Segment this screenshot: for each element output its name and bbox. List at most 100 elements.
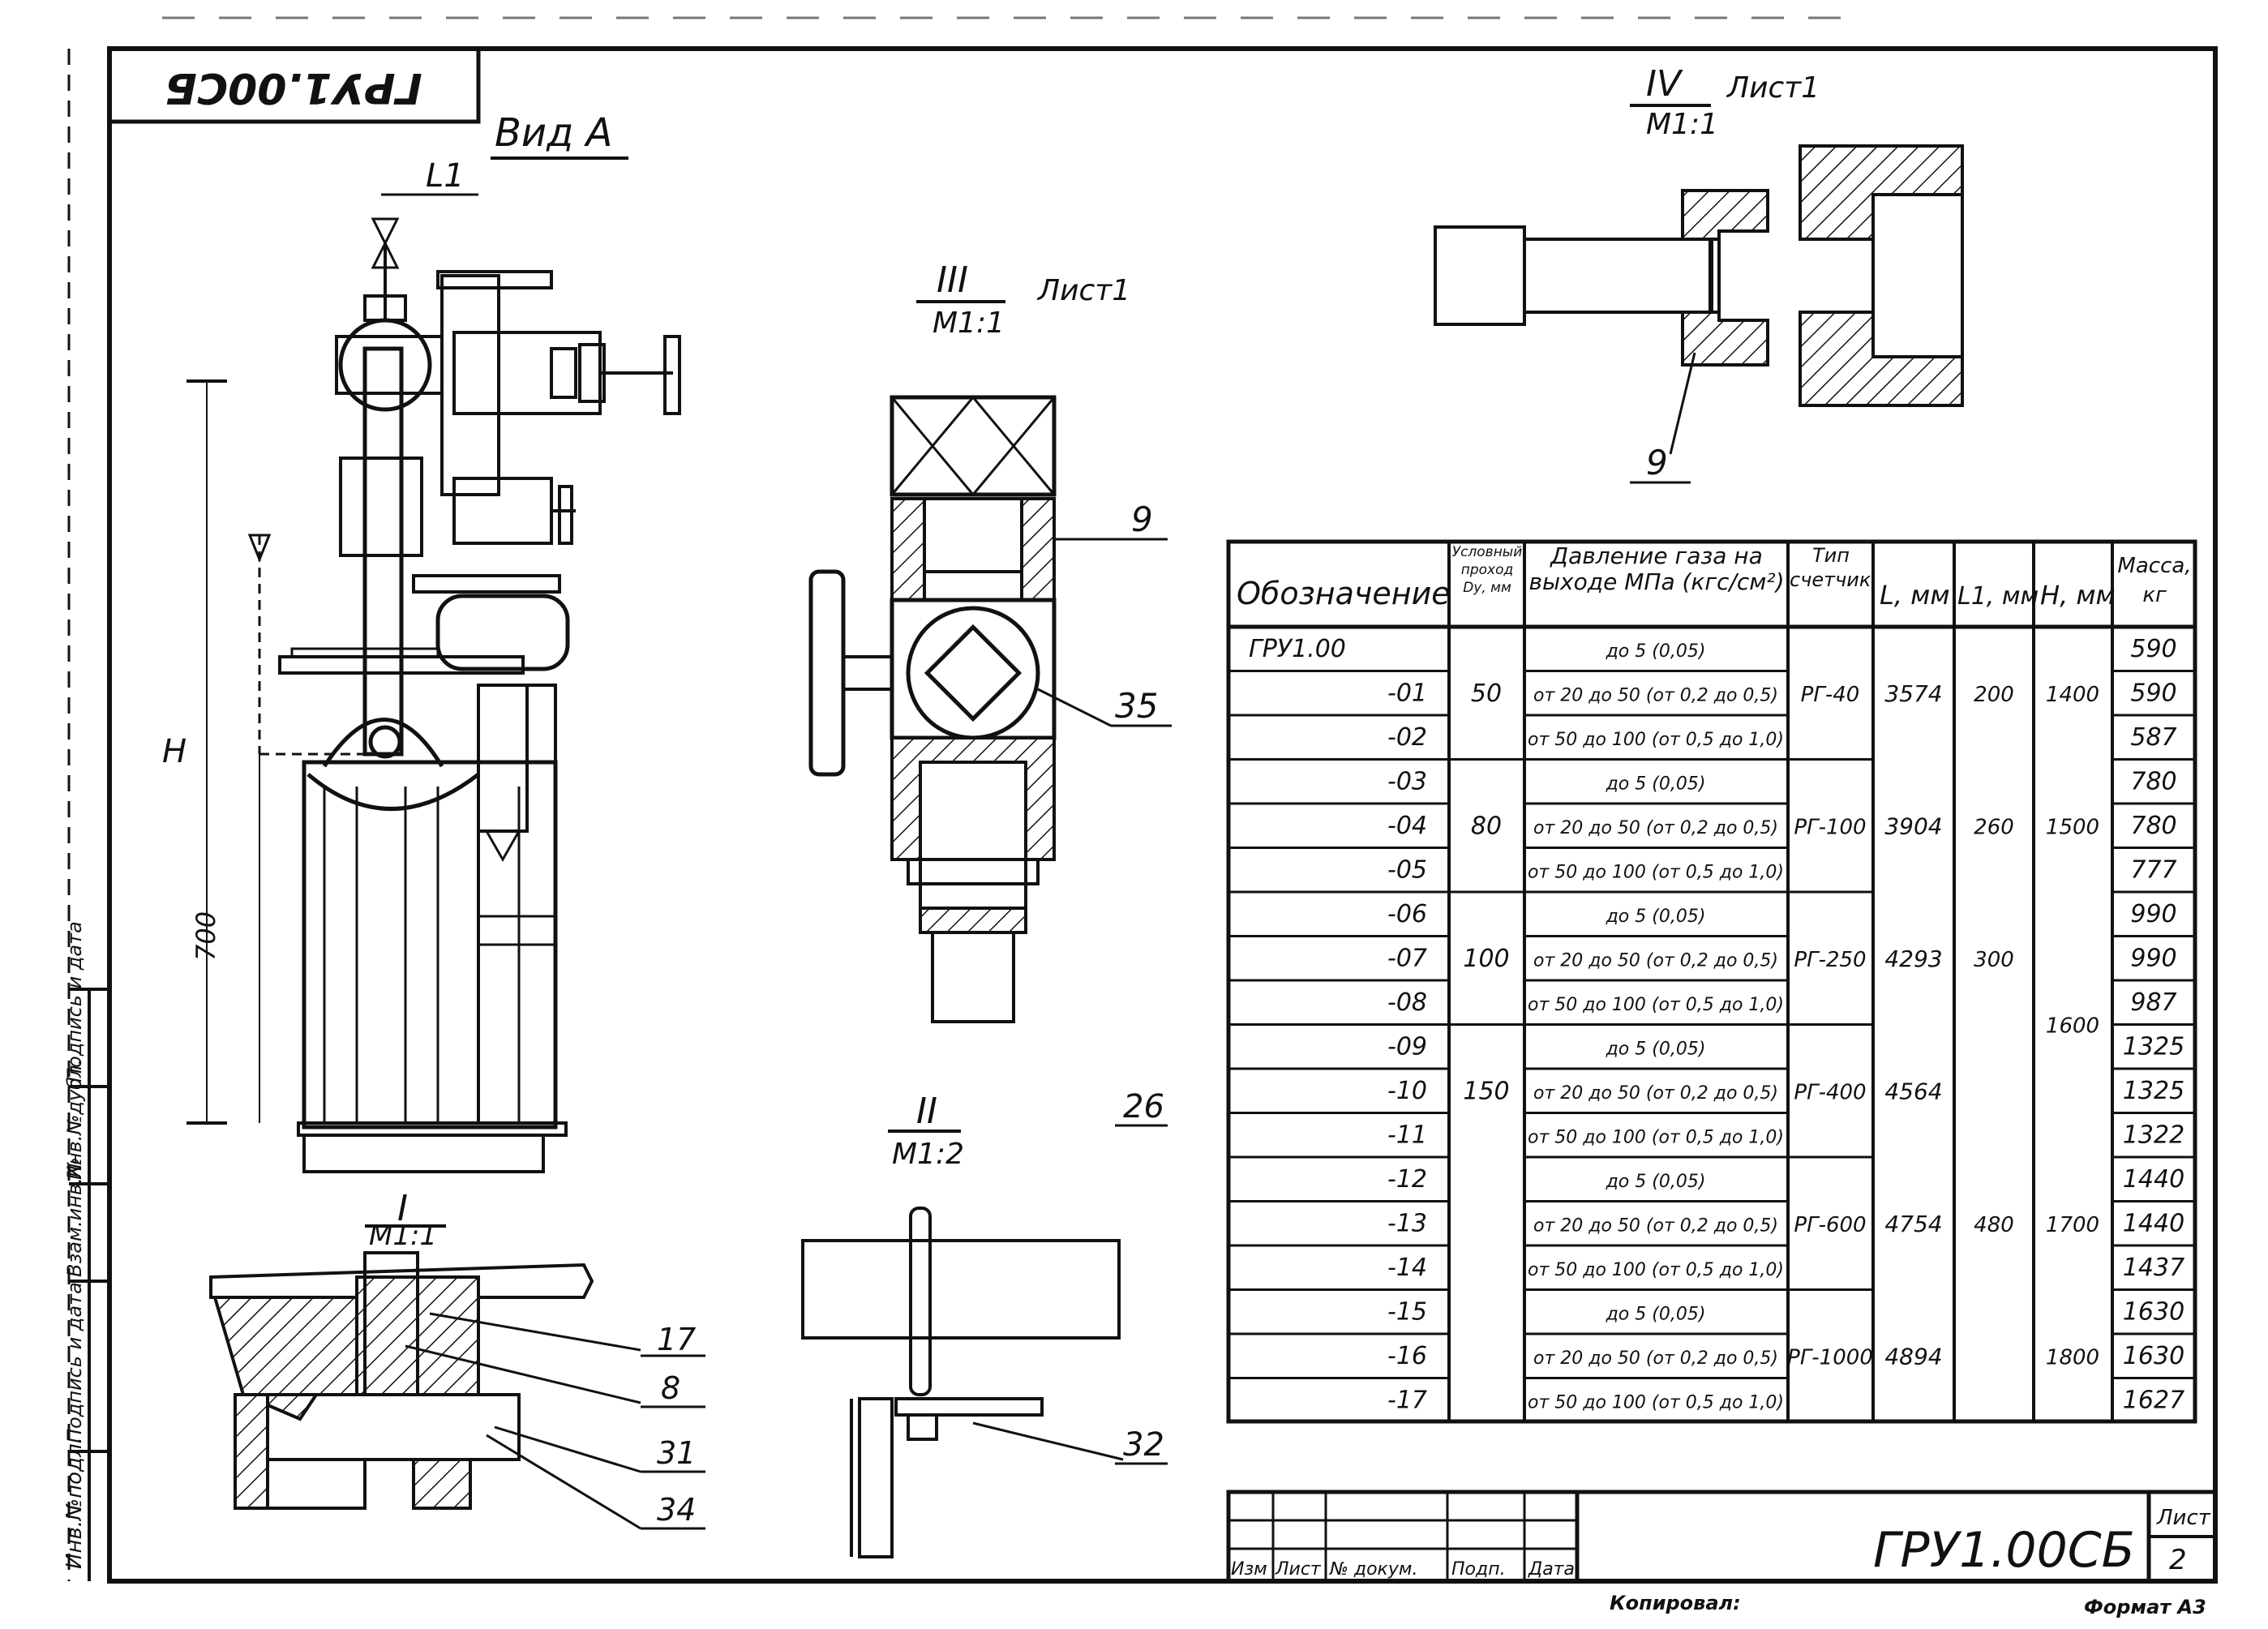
dim-700-label: 700 [191,911,221,961]
title-sheet-label: Лист [2156,1506,2211,1530]
table-cell-designation: -16 [1387,1342,1427,1370]
section-iii-numeral: III [937,259,968,301]
table-cell-l1: 260 [1974,815,2014,839]
section-i-callout-8: 8 [661,1370,680,1406]
table-cell-designation: -11 [1387,1121,1427,1150]
table-cell-dy: 100 [1463,945,1509,973]
table-cell-designation: -12 [1387,1165,1427,1194]
inverted-stamp: ГРУ1.00СБ [107,46,481,124]
title-col-doc: № докум. [1329,1559,1417,1580]
table-cell-pressure: от 50 до 100 (от 0,5 до 1,0) [1528,863,1784,883]
table-cell-l1: 200 [1974,683,2014,707]
title-col-list: Лист [1275,1559,1322,1580]
table-cell-meter: РГ-250 [1794,948,1866,972]
table-cell-designation: -15 [1387,1298,1427,1327]
table-header-meter: Тип счетчика [1790,544,1872,591]
table-cell-h: 1600 [2046,1014,2099,1039]
table-cell-designation: -04 [1387,812,1427,840]
table-cell-l: 4564 [1884,1078,1942,1104]
view-a-drawing: Вид А L1 H 700 [162,110,681,1173]
section-iii-callout-35: 35 [1115,686,1158,726]
table-cell-pressure: от 50 до 100 (от 0,5 до 1,0) [1528,730,1784,750]
title-col-izm: Изм [1231,1559,1267,1580]
table-cell-mass: 1325 [2123,1077,2184,1105]
table-cell-meter: РГ-40 [1801,683,1860,707]
title-col-sign: Подп. [1451,1559,1506,1580]
drawing-frame [107,46,2218,1584]
table-cell-designation: -17 [1387,1387,1427,1415]
table-cell-h: 1700 [2046,1213,2099,1237]
table-cell-mass: 1630 [2123,1342,2184,1370]
side-label-sign-date-1: Подпись и дата [63,1282,86,1443]
table-cell-designation: -06 [1387,900,1427,928]
table-cell-h: 1800 [2046,1345,2099,1370]
side-label-vzam-inv: Взам.инв.№ [63,1157,86,1277]
table-cell-pressure: от 20 до 50 (от 0,2 до 0,5) [1533,1348,1778,1369]
table-cell-mass: 780 [2130,768,2176,796]
table-cell-designation: -07 [1387,945,1427,973]
side-label-inv-dubl: Инв.№дубл. [63,1059,86,1180]
table-cell-l: 4293 [1884,945,1942,972]
table-cell-designation: ГРУ1.00 [1249,635,1346,663]
table-cell-designation: -02 [1387,723,1427,752]
table-cell-designation: -05 [1387,856,1427,885]
table-cell-mass: 1630 [2123,1298,2184,1327]
title-col-date: Дата [1528,1559,1575,1580]
section-i-callout-34: 34 [657,1492,696,1528]
table-header-l1: L1, мм [1957,582,2039,611]
table-cell-mass: 1627 [2123,1387,2184,1415]
table-cell-pressure: от 20 до 50 (от 0,2 до 0,5) [1533,686,1778,706]
section-ii-scale: М1:2 [892,1138,964,1171]
table-cell-pressure: от 50 до 100 (от 0,5 до 1,0) [1528,1260,1784,1280]
table-cell-pressure: от 20 до 50 (от 0,2 до 0,5) [1533,818,1778,838]
side-label-sign-date-2: Подпись и дата [63,921,86,1082]
table-cell-mass: 1322 [2123,1121,2184,1150]
table-cell-l1: 300 [1974,948,2014,972]
table-cell-dy: 150 [1463,1077,1509,1105]
table-cell-pressure: от 20 до 50 (от 0,2 до 0,5) [1533,1216,1778,1237]
table-cell-mass: 1440 [2123,1210,2184,1238]
dim-h-label: H [162,733,186,770]
table-cell-mass: 987 [2130,988,2176,1017]
table-cell-dy: 80 [1471,812,1502,840]
table-cell-pressure: до 5 (0,05) [1606,1040,1706,1060]
specification-table: Обозначение Условный проход Dу, мм Давле… [1226,539,2197,1424]
table-cell-designation: -08 [1387,988,1427,1017]
section-iii-scale: М1:1 [932,307,1005,340]
table-cell-designation: -03 [1387,768,1427,796]
table-cell-designation: -09 [1387,1033,1427,1061]
side-margin-table: Инв.№подл. Подпись и дата Взам.инв.№ Инв… [62,921,109,1581]
table-cell-pressure: от 20 до 50 (от 0,2 до 0,5) [1533,1083,1778,1104]
table-cell-mass: 777 [2130,856,2176,885]
section-i-callout-31: 31 [657,1435,696,1471]
table-header-designation: Обозначение [1237,576,1451,611]
side-label-inv-podl: Инв.№подл. [62,1437,87,1569]
table-header-l: L, мм [1880,580,1949,611]
section-iii-sheet: Лист1 [1036,274,1130,307]
inverted-stamp-code: ГРУ1.00СБ [165,63,422,112]
table-cell-designation: -13 [1387,1210,1427,1238]
table-cell-meter: РГ-100 [1794,815,1866,839]
table-cell-mass: 1325 [2123,1033,2184,1061]
view-a-label: Вид А [495,110,612,156]
table-cell-meter: РГ-1000 [1787,1345,1873,1370]
table-cell-pressure: до 5 (0,05) [1606,1305,1706,1325]
table-cell-l1: 480 [1974,1213,2014,1237]
section-ii-numeral: II [916,1091,937,1132]
section-iv-drawing: IV М1:1 Лист1 9 [1434,63,1964,484]
section-iii-drawing: III М1:1 Лист1 9 35 [808,259,1172,1023]
section-i-scale: М1:1 [369,1220,437,1252]
section-iii-callout-9: 9 [1131,499,1153,539]
section-ii-drawing: II М1:2 26 32 [801,1088,1168,1558]
table-cell-mass: 590 [2130,635,2176,663]
table-header-mass: Масса, кг [2117,554,2192,607]
table-cell-pressure: от 50 до 100 (от 0,5 до 1,0) [1528,1128,1784,1148]
title-format-label: Формат А3 [2084,1596,2206,1618]
title-designation: ГРУ1.00СБ [1873,1522,2135,1579]
table-cell-mass: 1437 [2123,1254,2184,1282]
section-iv-scale: М1:1 [1646,108,1718,141]
section-ii-callout-26: 26 [1123,1088,1164,1125]
section-ii-callout-32: 32 [1123,1426,1164,1464]
table-cell-mass: 990 [2130,900,2176,928]
